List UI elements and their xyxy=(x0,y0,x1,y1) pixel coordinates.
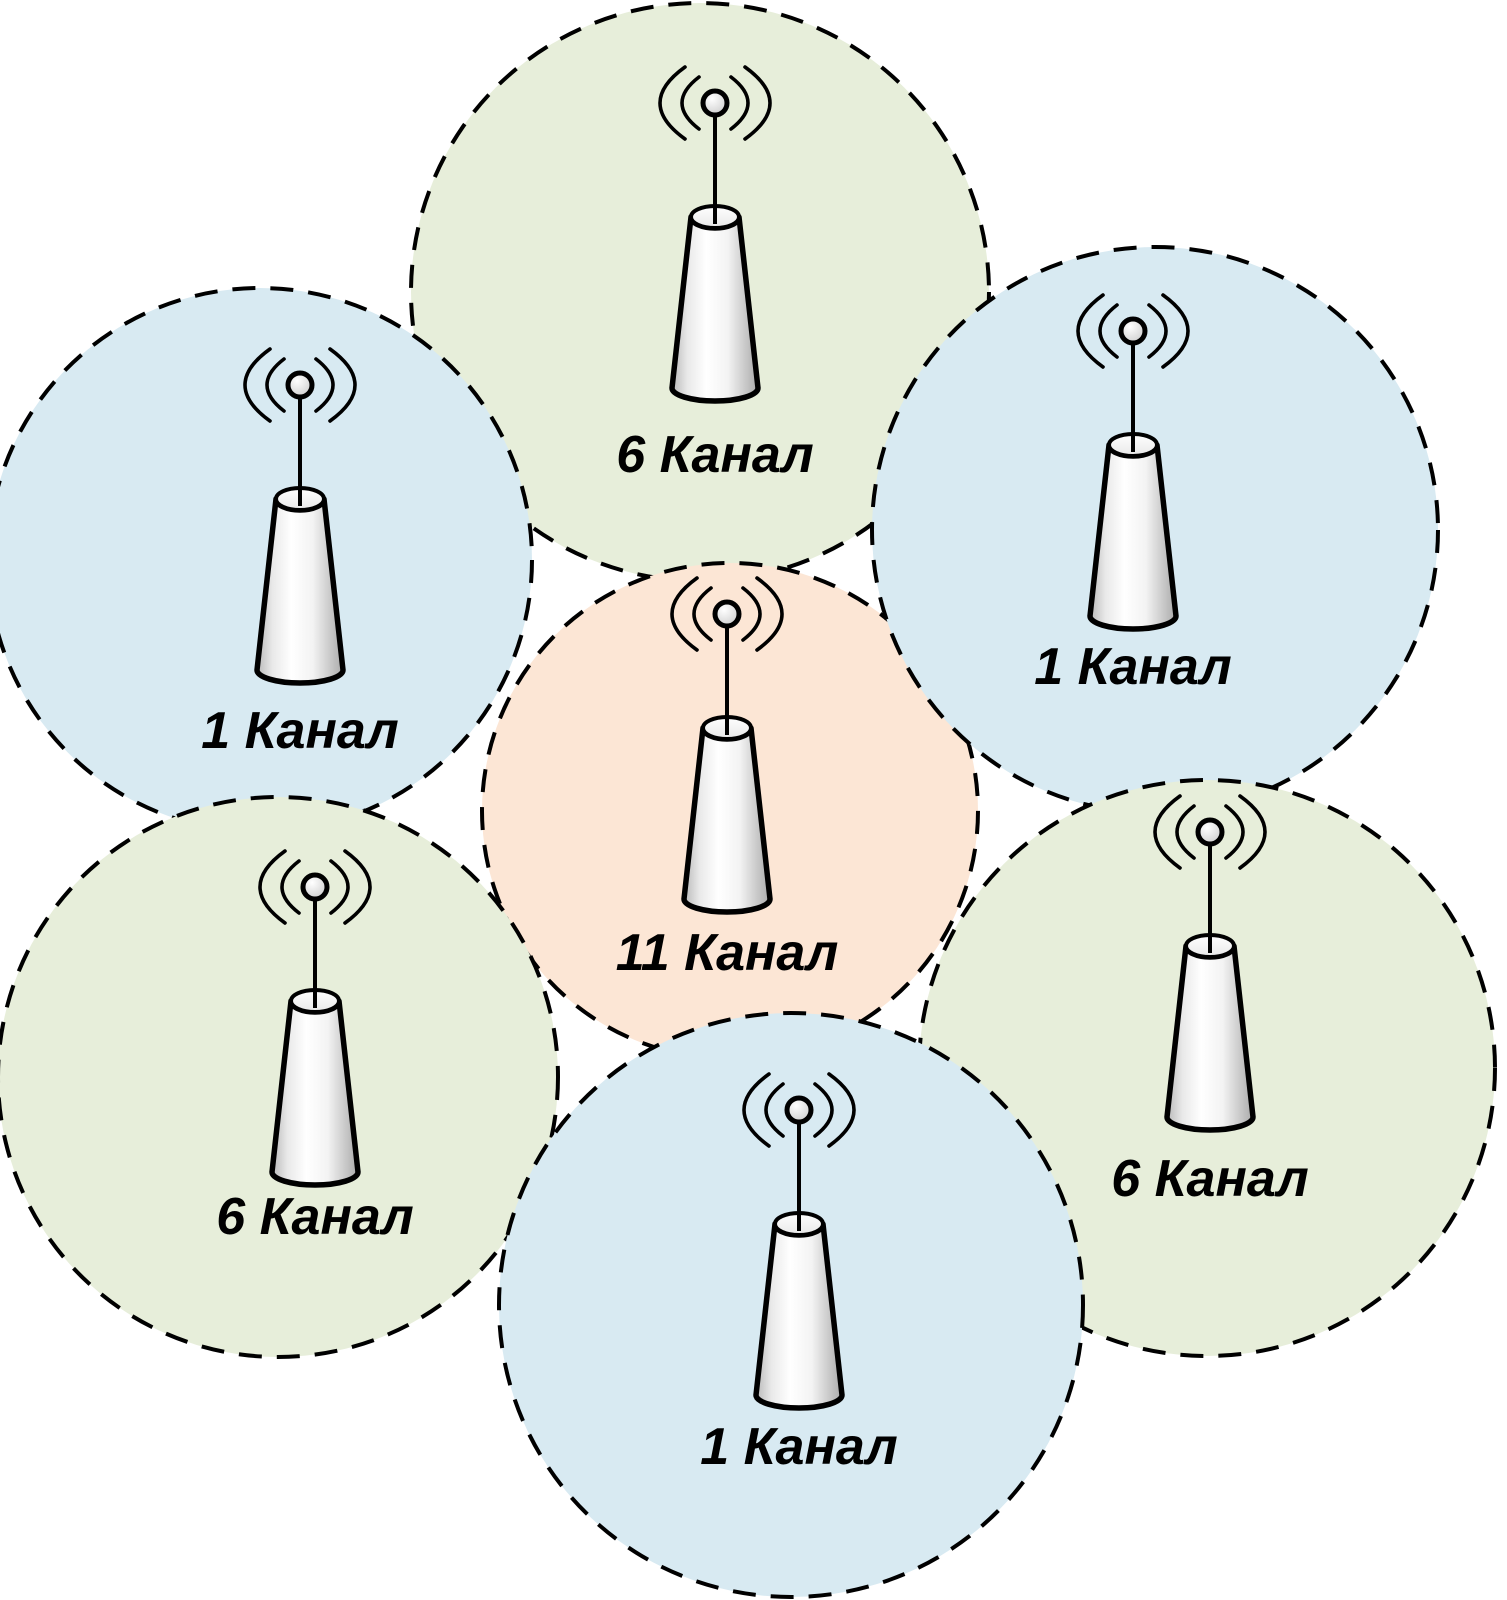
wifi-cell-top-left: 1 Канал xyxy=(0,286,534,834)
channel-label: 6 Канал xyxy=(616,426,814,484)
channel-label: 1 Канал xyxy=(201,702,399,760)
wifi-cell-center: 11 Канал xyxy=(480,561,980,1061)
channel-label: 11 Канал xyxy=(616,924,839,982)
channel-label: 6 Канал xyxy=(1111,1150,1309,1208)
channel-label: 6 Канал xyxy=(216,1188,414,1246)
wifi-cell-top-right: 1 Канал xyxy=(870,245,1440,815)
wifi-cell-bottom-center: 1 Канал xyxy=(497,1011,1085,1599)
channel-label: 1 Канал xyxy=(700,1418,898,1476)
channel-label: 1 Канал xyxy=(1034,638,1232,696)
wifi-cell-bottom-left: 6 Канал xyxy=(0,795,560,1359)
wifi-cell-top-center: 6 Канал xyxy=(409,1,991,583)
coverage-area-circle xyxy=(0,795,560,1359)
